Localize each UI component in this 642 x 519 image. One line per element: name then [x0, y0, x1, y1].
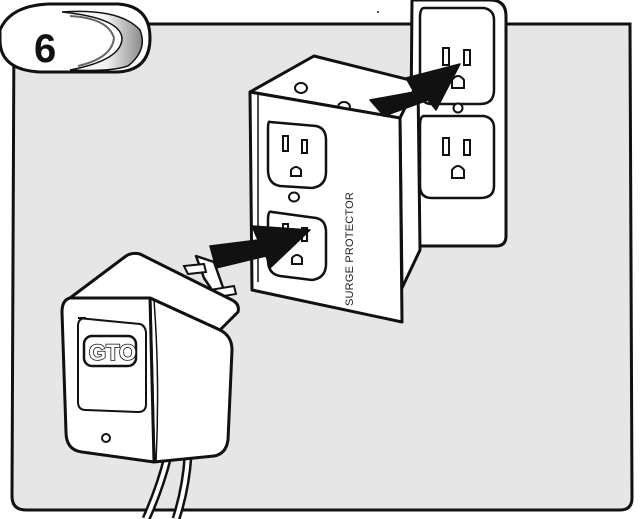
outlet-slot	[443, 48, 449, 65]
surge-protector-label: SURGE PROTECTOR	[344, 192, 356, 306]
wall-outlet	[410, 0, 506, 246]
adapter-prong	[184, 264, 206, 274]
outlet-slot	[464, 50, 470, 65]
step-badge: 6	[0, 4, 150, 72]
outlet-ground-hole	[452, 76, 464, 88]
step-number: 6	[34, 27, 56, 71]
outlet-slot	[464, 140, 470, 155]
outlet-ground-hole	[452, 166, 464, 178]
outlet-slot	[443, 138, 449, 155]
adapter-logo: GTO	[89, 340, 136, 365]
speck	[377, 11, 379, 13]
adapter-indicator-hole	[102, 434, 110, 442]
